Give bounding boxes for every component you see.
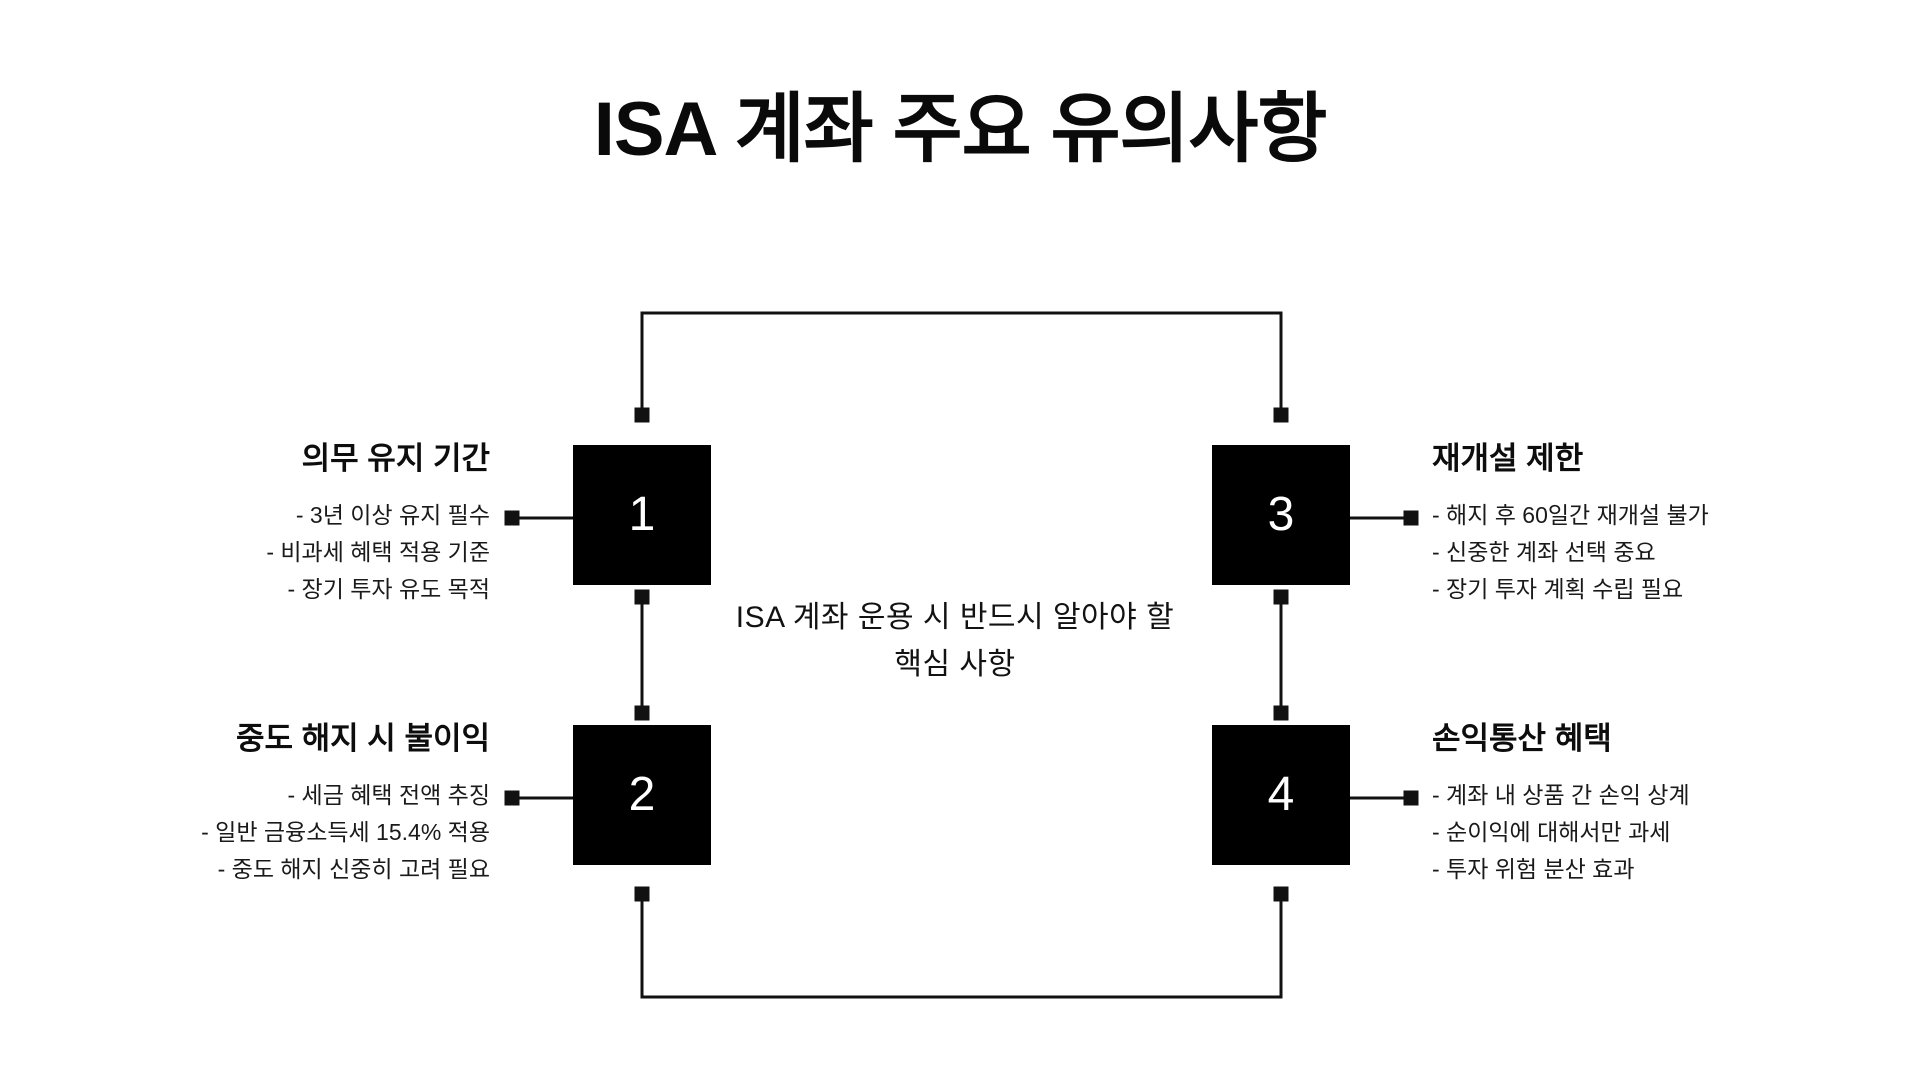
bullet-item: - 해지 후 60일간 재개설 불가	[1432, 501, 1709, 528]
node-number-4: 4	[1267, 768, 1295, 821]
bullet-item: - 장기 투자 계획 수립 필요	[1432, 576, 1684, 603]
bullet-item: - 중도 해지 신중히 고려 필요	[217, 856, 490, 883]
node-number-2: 2	[628, 768, 656, 821]
bullet-item: - 신중한 계좌 선택 중요	[1432, 539, 1656, 565]
node-number-1: 1	[628, 488, 656, 541]
block-heading-2: 중도 해지 시 불이익	[236, 721, 490, 756]
bullet-item: - 세금 혜택 전액 추징	[287, 781, 491, 808]
bullet-item: - 장기 투자 유도 목적	[287, 576, 491, 603]
center-caption: ISA 계좌 운용 시 반드시 알아야 할 핵심 사항	[735, 601, 1175, 681]
connector-bottom-bracket	[634, 886, 1289, 999]
block-bullets-3: - 해지 후 60일간 재개설 불가 - 신중한 계좌 선택 중요 - 장기 투…	[1432, 497, 1832, 609]
block-heading-3: 재개설 제한	[1432, 441, 1584, 476]
bullet-item: - 일반 금융소득세 15.4% 적용	[201, 819, 490, 845]
text-block-1: 의무 유지 기간 - 3년 이상 유지 필수 - 비과세 혜택 적용 기준 - …	[90, 440, 490, 609]
bullet-item: - 비과세 혜택 적용 기준	[266, 539, 490, 565]
block-heading-4: 손익통산 혜택	[1432, 721, 1612, 756]
node-box-3[interactable]: 3	[1212, 445, 1350, 585]
node-box-1[interactable]: 1	[573, 445, 711, 585]
connector-left-vertical	[634, 589, 650, 721]
leader-line-4	[1350, 790, 1419, 806]
node-box-2[interactable]: 2	[573, 725, 711, 865]
page-title: ISA 계좌 주요 유의사항	[593, 87, 1328, 172]
bullet-item: - 3년 이상 유지 필수	[295, 501, 490, 528]
leader-line-3	[1350, 510, 1419, 526]
leader-line-2	[504, 790, 573, 806]
node-number-3: 3	[1267, 488, 1295, 541]
text-block-2: 중도 해지 시 불이익 - 세금 혜택 전액 추징 - 일반 금융소득세 15.…	[90, 720, 490, 889]
text-block-4: 손익통산 혜택 - 계좌 내 상품 간 손익 상계 - 순이익에 대해서만 과세…	[1432, 720, 1832, 889]
block-bullets-1: - 3년 이상 유지 필수 - 비과세 혜택 적용 기준 - 장기 투자 유도 …	[90, 497, 490, 609]
block-bullets-2: - 세금 혜택 전액 추징 - 일반 금융소득세 15.4% 적용 - 중도 해…	[90, 777, 490, 889]
block-heading-1: 의무 유지 기간	[301, 441, 490, 476]
text-block-3: 재개설 제한 - 해지 후 60일간 재개설 불가 - 신중한 계좌 선택 중요…	[1432, 440, 1832, 609]
connector-right-vertical	[1273, 589, 1289, 721]
block-bullets-4: - 계좌 내 상품 간 손익 상계 - 순이익에 대해서만 과세 - 투자 위험…	[1432, 777, 1832, 889]
connector-top-bracket	[634, 311, 1289, 423]
node-box-4[interactable]: 4	[1212, 725, 1350, 865]
bullet-item: - 계좌 내 상품 간 손익 상계	[1432, 781, 1690, 808]
bullet-item: - 투자 위험 분산 효과	[1432, 856, 1635, 883]
leader-line-1	[504, 510, 573, 526]
bullet-item: - 순이익에 대해서만 과세	[1432, 819, 1671, 845]
